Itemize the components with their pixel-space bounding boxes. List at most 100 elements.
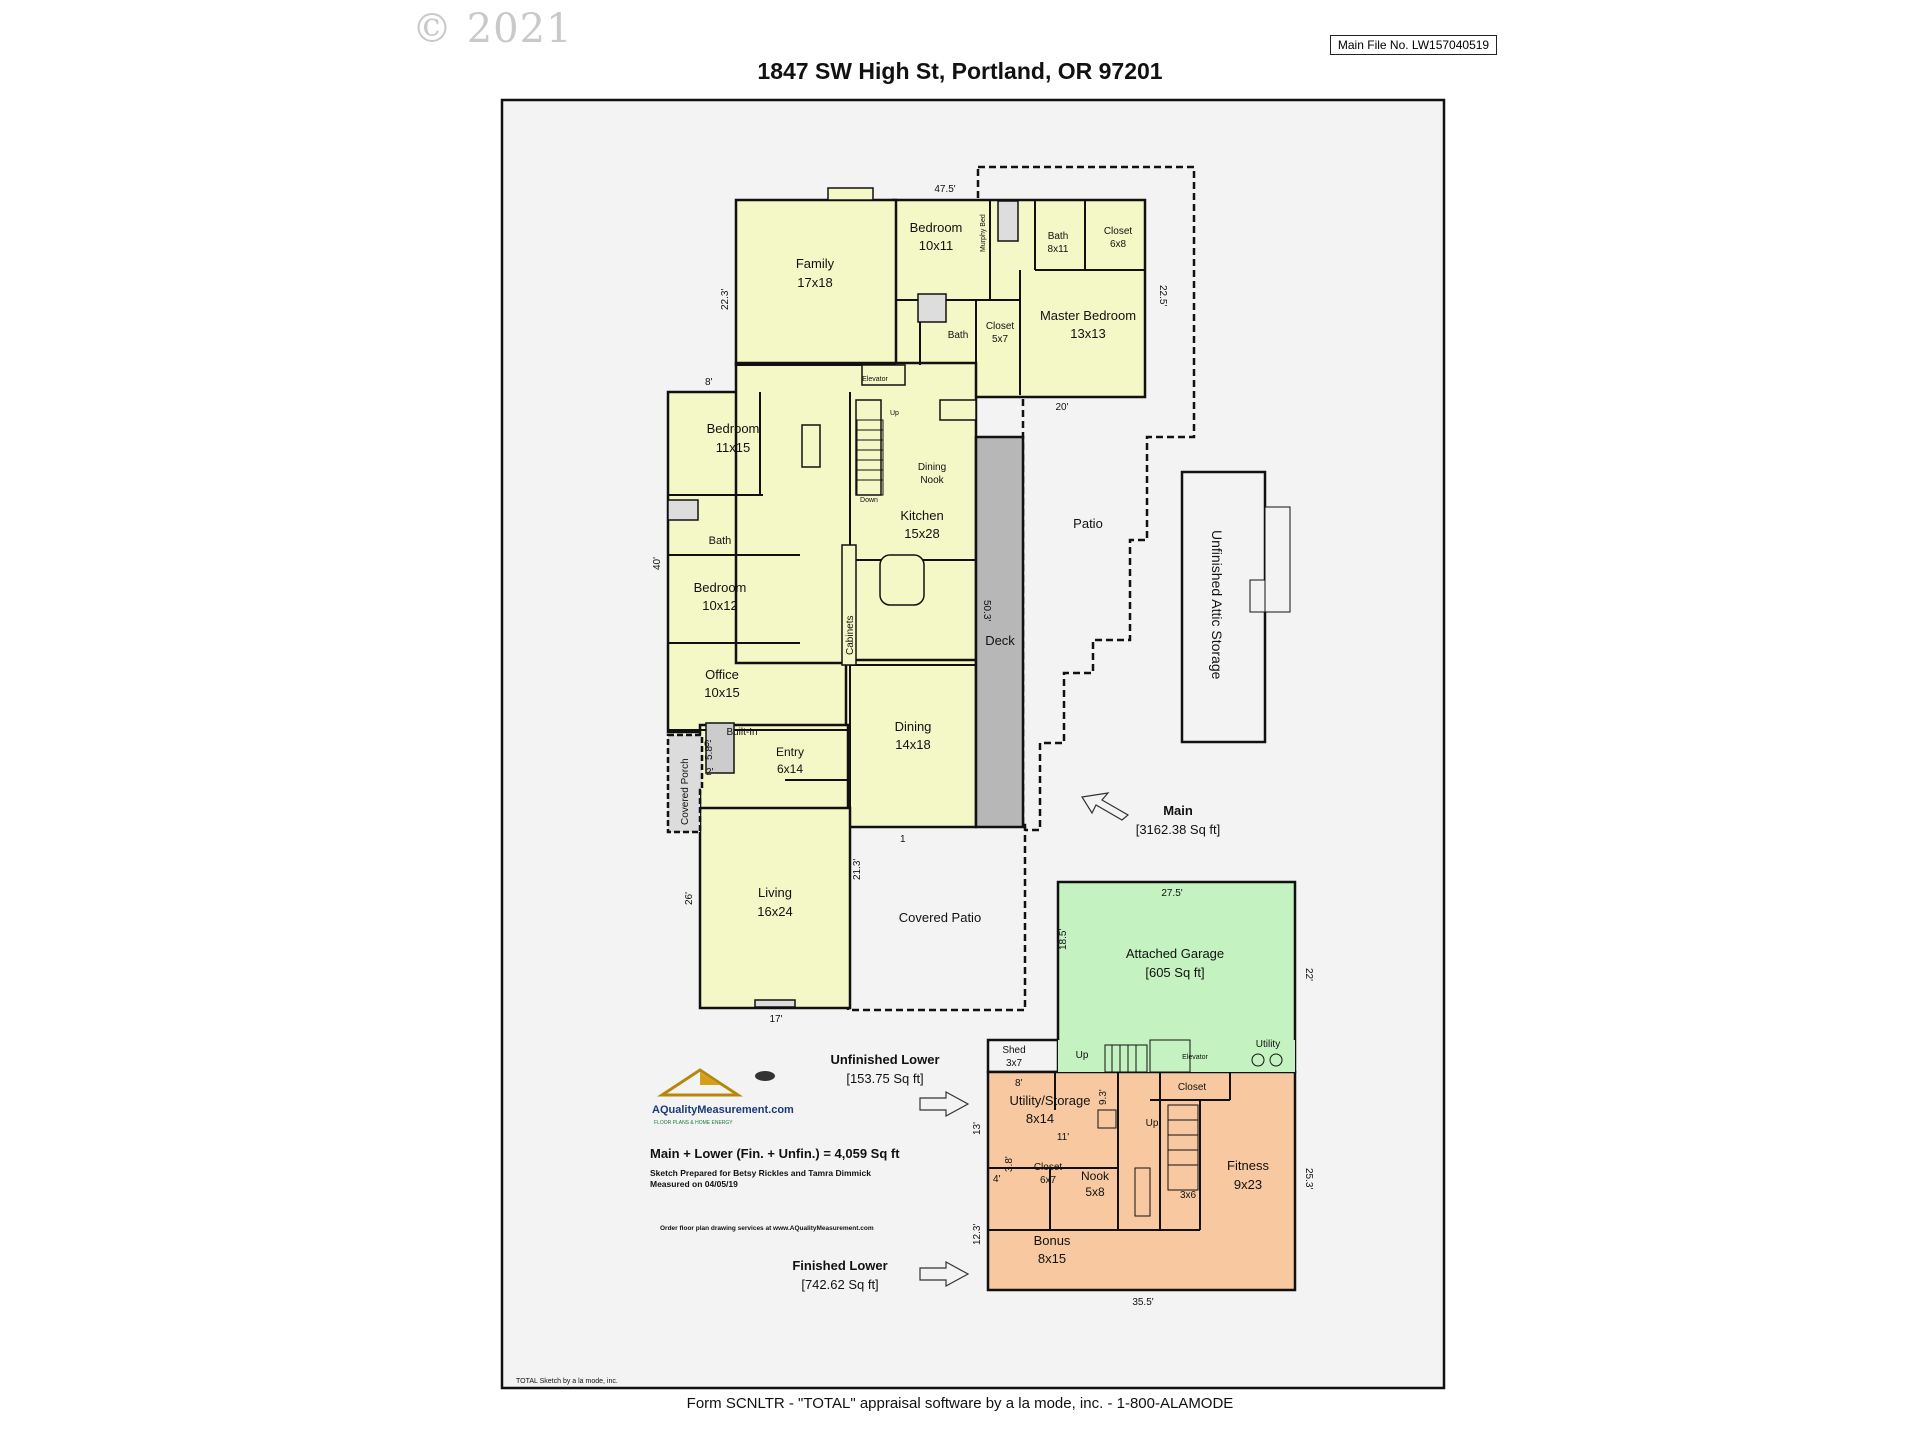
room-covered-porch: Covered Porch bbox=[680, 758, 691, 825]
room-bath-master: Bath bbox=[1048, 231, 1069, 242]
dim-22-3: 22.3' bbox=[720, 289, 731, 310]
room-bath-small: Bath bbox=[948, 330, 969, 341]
lower-up-label: Up bbox=[1146, 1118, 1159, 1129]
room-closet-lower: Closet bbox=[1178, 1082, 1207, 1093]
room-bonus: Bonus bbox=[1034, 1233, 1071, 1248]
dim-50-3: 50.3' bbox=[981, 600, 992, 621]
room-attic: Unfinished Attic Storage bbox=[1209, 530, 1225, 680]
room-entry-dim: 6x14 bbox=[777, 762, 803, 776]
room-covered-patio: Covered Patio bbox=[899, 910, 981, 925]
finished-lower-area: [742.62 Sq ft] bbox=[801, 1277, 878, 1292]
room-dining-nook: Dining bbox=[918, 462, 946, 473]
room-utility-storage: Utility/Storage bbox=[1010, 1093, 1091, 1108]
total-area: Main + Lower (Fin. + Unfin.) = 4,059 Sq … bbox=[650, 1146, 900, 1161]
dim-21-3: 21.3' bbox=[852, 859, 863, 880]
dim-8: 8' bbox=[705, 377, 713, 388]
copyright-watermark: © 2021 bbox=[412, 6, 573, 52]
room-master-bedroom: Master Bedroom bbox=[1040, 308, 1136, 323]
room-dining-nook-2: Nook bbox=[920, 475, 944, 486]
room-dining-dim: 14x18 bbox=[895, 737, 930, 752]
room-family-dim: 17x18 bbox=[797, 275, 832, 290]
room-dining: Dining bbox=[895, 719, 932, 734]
garage-up-label: Up bbox=[1076, 1050, 1089, 1061]
dim-5-8: 5.8' bbox=[704, 744, 715, 760]
room-fitness: Fitness bbox=[1227, 1158, 1269, 1173]
room-shed-dim: 3x7 bbox=[1006, 1058, 1023, 1069]
logo-name: AQualityMeasurement.com bbox=[652, 1104, 794, 1116]
room-closet-master-dim: 6x8 bbox=[1110, 239, 1127, 250]
room-bonus-dim: 8x15 bbox=[1038, 1251, 1066, 1266]
room-deck: Deck bbox=[985, 633, 1015, 648]
room-garage-area: [605 Sq ft] bbox=[1145, 965, 1204, 980]
room-murphy: Murphy Bed bbox=[980, 214, 987, 252]
room-fitness-dim: 9x23 bbox=[1234, 1177, 1262, 1192]
room-nook-dim: 5x8 bbox=[1085, 1185, 1105, 1199]
form-footer: Form SCNLTR - "TOTAL" appraisal software… bbox=[686, 1395, 1234, 1412]
room-nook: Nook bbox=[1081, 1169, 1110, 1183]
room-elevator: Elevator bbox=[862, 376, 888, 383]
room-utility: Utility bbox=[1256, 1039, 1280, 1050]
room-patio: Patio bbox=[1073, 516, 1103, 531]
dim-18-5: 18.5' bbox=[1058, 929, 1069, 950]
room-bath-master-dim: 8x11 bbox=[1048, 244, 1069, 255]
room-closet-5x7: Closet bbox=[986, 321, 1015, 332]
room-office-dim: 10x15 bbox=[704, 685, 739, 700]
room-bedroom-top: Bedroom bbox=[910, 220, 963, 235]
room-bedroom-left-dim: 11x15 bbox=[716, 440, 750, 455]
unfinished-lower-area: [153.75 Sq ft] bbox=[846, 1071, 923, 1086]
floor-plan-sheet: Family 17x18 Bedroom 10x11 Murphy Bed Ba… bbox=[500, 98, 1446, 1390]
main-file-number: Main File No. LW157040519 bbox=[1330, 35, 1497, 55]
logo-tagline: FLOOR PLANS & HOME ENERGY bbox=[654, 1120, 733, 1126]
room-living-dim: 16x24 bbox=[757, 904, 792, 919]
dim-12-3: 12.3' bbox=[972, 1224, 983, 1245]
dim-27-5: 27.5' bbox=[1161, 888, 1182, 899]
room-office: Office bbox=[705, 667, 739, 682]
room-bath-left: Bath bbox=[709, 535, 732, 547]
room-utility-storage-dim: 8x14 bbox=[1026, 1111, 1054, 1126]
room-closet-master: Closet bbox=[1104, 226, 1133, 237]
main-area: [3162.38 Sq ft] bbox=[1136, 822, 1221, 837]
room-closet-6x7-dim: 6x7 bbox=[1040, 1175, 1057, 1186]
dim-6: 6' bbox=[704, 739, 712, 750]
dim-47-5: 47.5' bbox=[934, 184, 955, 195]
room-master-bedroom-dim: 13x13 bbox=[1070, 326, 1105, 341]
room-family: Family bbox=[796, 256, 835, 271]
room-living: Living bbox=[758, 885, 792, 900]
dim-4: 4' bbox=[993, 1174, 1001, 1185]
dim-2: 2' bbox=[706, 767, 714, 778]
dim-26: 26' bbox=[684, 892, 695, 905]
dim-1: 1 bbox=[900, 834, 906, 845]
dim-35-5: 35.5' bbox=[1132, 1297, 1153, 1308]
room-bedroom-top-dim: 10x11 bbox=[919, 238, 953, 253]
dim-25-3: 25.3' bbox=[1303, 1168, 1314, 1189]
stairs-up-label: Up bbox=[890, 410, 899, 417]
software-credit: TOTAL Sketch by a la mode, inc. bbox=[516, 1378, 618, 1385]
dim-17: 17' bbox=[769, 1014, 782, 1025]
stairs-down-label: Down bbox=[860, 497, 878, 504]
room-kitchen: Kitchen bbox=[900, 508, 943, 523]
dim-40: 40' bbox=[652, 557, 663, 570]
prepared-for: Sketch Prepared for Betsy Rickles and Ta… bbox=[650, 1168, 871, 1178]
room-shed: Shed bbox=[1002, 1045, 1025, 1056]
room-kitchen-dim: 15x28 bbox=[904, 526, 939, 541]
room-3x6: 3x6 bbox=[1180, 1190, 1197, 1201]
order-line: Order floor plan drawing services at www… bbox=[660, 1225, 874, 1232]
deck-area bbox=[974, 435, 1025, 829]
measured-on: Measured on 04/05/19 bbox=[650, 1179, 738, 1189]
room-bedroom-mid-dim: 10x12 bbox=[702, 598, 737, 613]
room-closet-6x7: Closet bbox=[1034, 1162, 1063, 1173]
dim-20: 20' bbox=[1055, 402, 1068, 413]
company-logo bbox=[656, 1068, 775, 1097]
room-built-in: Built-In bbox=[726, 727, 757, 738]
unfinished-lower-label: Unfinished Lower bbox=[830, 1052, 939, 1067]
room-elevator-lower: Elevator bbox=[1182, 1054, 1208, 1061]
dim-22-5: 22.5' bbox=[1157, 285, 1168, 306]
property-address: 1847 SW High St, Portland, OR 97201 bbox=[757, 58, 1163, 84]
dim-11: 11' bbox=[1057, 1132, 1069, 1143]
room-bedroom-left: Bedroom bbox=[707, 421, 760, 436]
dim-9-3: 9.3' bbox=[1098, 1089, 1109, 1105]
dim-22: 22' bbox=[1303, 968, 1314, 981]
room-closet-5x7-dim: 5x7 bbox=[992, 334, 1009, 345]
dim-13: 13' bbox=[972, 1122, 983, 1135]
finished-lower-label: Finished Lower bbox=[792, 1258, 887, 1273]
